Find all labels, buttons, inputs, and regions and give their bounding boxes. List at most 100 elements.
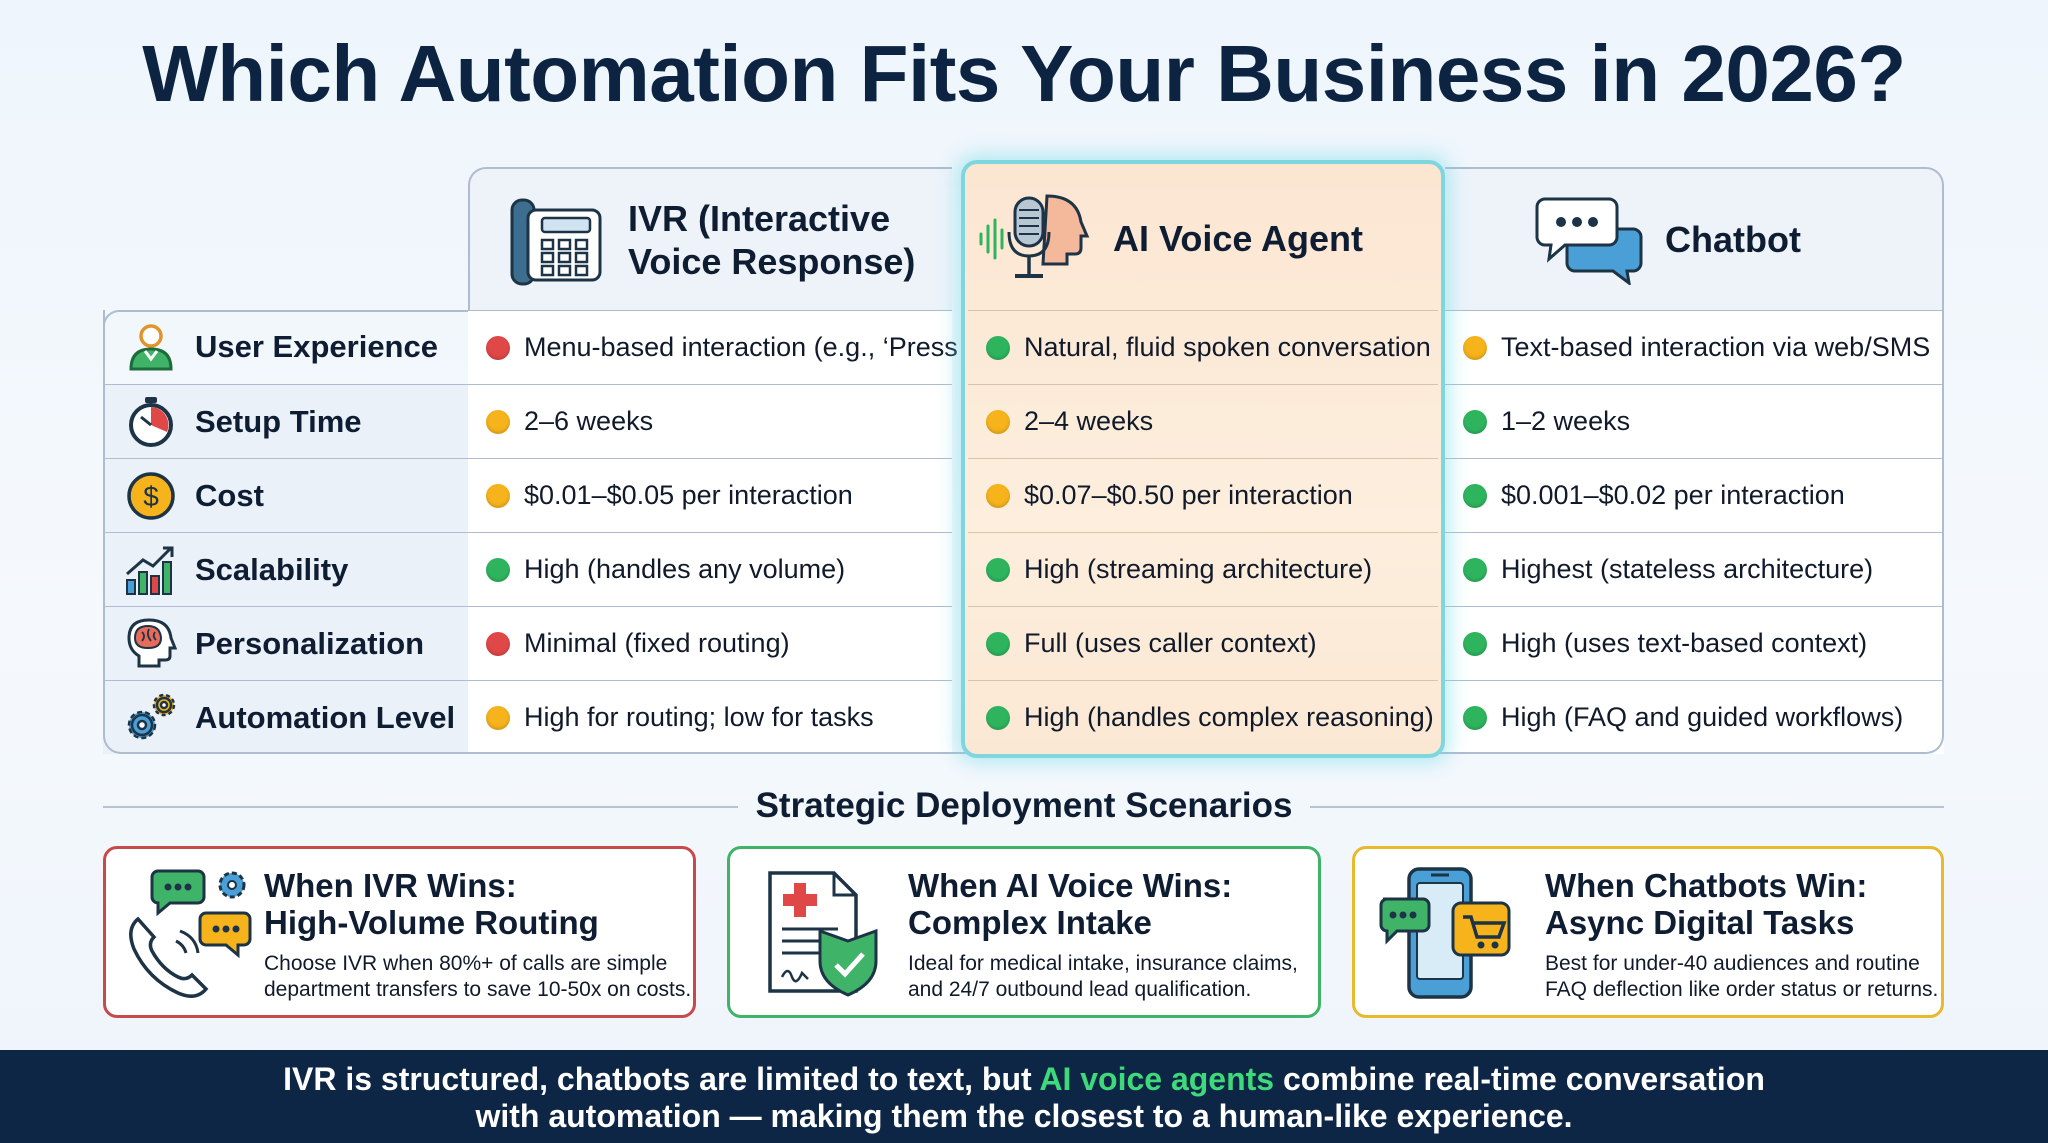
cell-chatbot-user-experience: Text-based interaction via web/SMS <box>1445 310 1944 384</box>
medical-document-shield-icon <box>758 863 898 1003</box>
scenario-desc-line1: Ideal for medical intake, insurance clai… <box>908 952 1298 975</box>
column-label-ivr-line1: IVR (Interactive <box>628 197 891 239</box>
status-dot <box>1463 631 1487 656</box>
row-label-text: Personalization <box>195 625 425 661</box>
scenario-desc-line2: and 24/7 outbound lead qualification. <box>908 978 1252 1001</box>
cell-text: High (streaming architecture) <box>1024 554 1373 584</box>
scenario-title-line1: When Chatbots Win: <box>1545 867 1868 904</box>
phone-chat-gear-icon <box>118 863 258 1003</box>
cell-ai-scalability: High (streaming architecture) <box>968 532 1438 606</box>
desk-phone-icon <box>506 190 606 290</box>
row-label-automation-level: Automation Level <box>103 680 469 754</box>
cell-text: 1–2 weeks <box>1501 406 1631 436</box>
footer-line1: IVR is structured, chatbots are limited … <box>0 1061 2048 1098</box>
column-header-chatbot: Chatbot <box>1445 167 1944 310</box>
cell-chatbot-automation-level: High (FAQ and guided workflows) <box>1445 680 1944 754</box>
section-divider-right <box>1310 806 1944 808</box>
cell-text: Highest (stateless architecture) <box>1501 554 1874 584</box>
row-label-user-experience: User Experience <box>103 310 469 384</box>
cell-text: Menu-based interaction (e.g., ‘Press 1’) <box>524 332 996 362</box>
cell-text: $0.001–$0.02 per interaction <box>1501 480 1845 510</box>
status-dot <box>1463 335 1487 360</box>
row-label-personalization: Personalization <box>103 606 469 680</box>
scenario-title-line2: Async Digital Tasks <box>1545 904 1855 941</box>
scenario-desc-line2: department transfers to save 10-50x on c… <box>264 978 692 1001</box>
scenario-title-line1: When AI Voice Wins: <box>908 867 1233 904</box>
cell-ivr-personalization: Minimal (fixed routing) <box>468 606 952 680</box>
cell-text: High (handles complex reasoning) <box>1024 702 1434 732</box>
footer-line2: with automation — making them the closes… <box>475 1098 1573 1134</box>
status-dot <box>986 705 1010 730</box>
column-label-ivr-line2: Voice Response) <box>628 240 916 282</box>
status-dot <box>986 335 1010 360</box>
cell-ivr-setup-time: 2–6 weeks <box>468 384 952 458</box>
section-title: Strategic Deployment Scenarios <box>755 786 1293 825</box>
cell-ai-cost: $0.07–$0.50 per interaction <box>968 458 1438 532</box>
brain-head-icon <box>121 614 181 674</box>
cell-text: $0.01–$0.05 per interaction <box>524 480 853 510</box>
row-label-text: Scalability <box>195 551 349 587</box>
scenario-title-line1: When IVR Wins: <box>264 867 517 904</box>
row-label-text: Automation Level <box>195 699 456 735</box>
row-label-scalability: Scalability <box>103 532 469 606</box>
scenario-card-chatbot: When Chatbots Win: Async Digital Tasks B… <box>1352 846 1944 1018</box>
cell-ivr-scalability: High (handles any volume) <box>468 532 952 606</box>
footer-banner: IVR is structured, chatbots are limited … <box>0 1050 2048 1143</box>
page-title: Which Automation Fits Your Business in 2… <box>142 29 1906 118</box>
cell-chatbot-scalability: Highest (stateless architecture) <box>1445 532 1944 606</box>
status-dot <box>986 483 1010 508</box>
cell-chatbot-setup-time: 1–2 weeks <box>1445 384 1944 458</box>
gears-icon <box>121 688 181 748</box>
cell-text: High (uses text-based context) <box>1501 628 1868 658</box>
microphone-head-icon <box>977 184 1097 294</box>
column-label-chatbot: Chatbot <box>1665 219 1801 260</box>
row-label-text: User Experience <box>195 329 438 364</box>
footer-highlight: AI voice agents <box>1039 1061 1275 1097</box>
footer-text-part1: IVR is structured, chatbots are limited … <box>283 1061 1040 1097</box>
status-dot <box>486 483 510 508</box>
cell-text: Full (uses caller context) <box>1024 628 1317 658</box>
status-dot <box>486 705 510 730</box>
cell-ivr-cost: $0.01–$0.05 per interaction <box>468 458 952 532</box>
scenario-card-ivr: When IVR Wins: High-Volume Routing Choos… <box>103 846 696 1018</box>
stopwatch-icon <box>121 392 181 452</box>
cell-chatbot-personalization: High (uses text-based context) <box>1445 606 1944 680</box>
cell-text: $0.07–$0.50 per interaction <box>1024 480 1353 510</box>
status-dot <box>1463 483 1487 508</box>
phone-cart-chat-icon <box>1377 863 1517 1003</box>
status-dot <box>986 557 1010 582</box>
scenario-desc-line1: Choose IVR when 80%+ of calls are simple <box>264 952 668 975</box>
scenario-card-ai-voice: When AI Voice Wins: Complex Intake Ideal… <box>727 846 1321 1018</box>
status-dot <box>1463 409 1487 434</box>
status-dot <box>1463 705 1487 730</box>
row-label-text: Setup Time <box>195 403 362 439</box>
column-header-ai-voice-agent: AI Voice Agent <box>961 167 1445 310</box>
scenario-desc-line1: Best for under-40 audiences and routine <box>1545 952 1920 975</box>
user-icon <box>121 317 181 377</box>
status-dot <box>486 409 510 434</box>
cell-text: High for routing; low for tasks <box>524 702 874 732</box>
cell-text: Text-based interaction via web/SMS <box>1501 332 1931 362</box>
cell-ivr-user-experience: Menu-based interaction (e.g., ‘Press 1’) <box>468 310 995 384</box>
footer-text-part2: combine real-time conversation <box>1274 1061 1765 1097</box>
cell-ai-setup-time: 2–4 weeks <box>968 384 1438 458</box>
status-dot <box>486 631 510 656</box>
status-dot <box>986 409 1010 434</box>
status-dot <box>486 335 510 360</box>
cell-ai-personalization: Full (uses caller context) <box>968 606 1438 680</box>
status-dot <box>986 631 1010 656</box>
cell-ai-user-experience: Natural, fluid spoken conversation <box>968 310 1438 384</box>
cell-text: Minimal (fixed routing) <box>524 628 790 658</box>
cell-text: Natural, fluid spoken conversation <box>1024 332 1431 362</box>
column-header-ivr: IVR (Interactive Voice Response) <box>468 167 952 310</box>
cell-ai-automation-level: High (handles complex reasoning) <box>968 680 1438 754</box>
scenario-desc-line2: FAQ deflection like order status or retu… <box>1545 978 1939 1001</box>
dollar-coin-icon: $ <box>121 466 181 526</box>
scenario-title-line2: High-Volume Routing <box>264 904 599 941</box>
section-divider-left <box>103 806 738 808</box>
cell-text: High (FAQ and guided workflows) <box>1501 702 1904 732</box>
status-dot <box>486 557 510 582</box>
ai-voice-agent-column-highlight <box>961 160 1445 758</box>
column-label-ai-voice-agent: AI Voice Agent <box>1113 218 1364 259</box>
cell-ivr-automation-level: High for routing; low for tasks <box>468 680 952 754</box>
